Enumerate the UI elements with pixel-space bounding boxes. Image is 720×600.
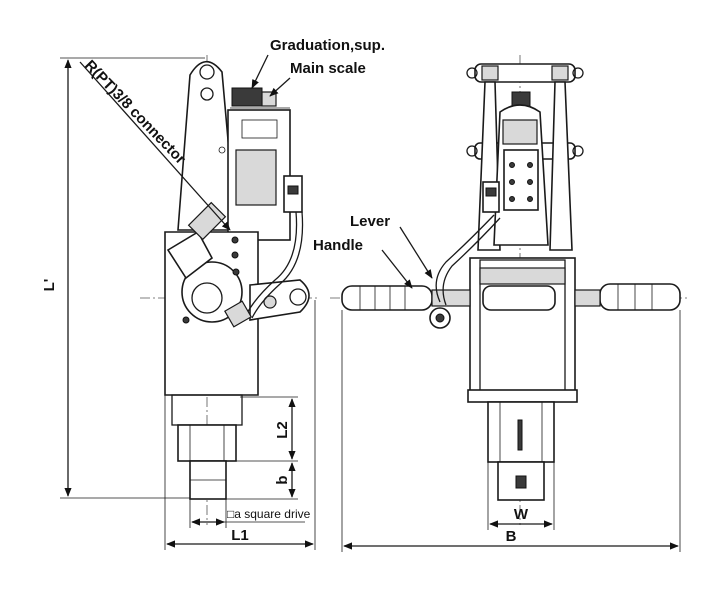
dim-b-small: b [274,475,291,484]
dimension-lines [60,57,681,552]
dim-square-drive: □a square drive [227,507,311,521]
dim-b-total: B [506,528,517,545]
front-view [330,55,690,525]
dim-l-prime: L' [41,279,58,292]
leader-lines [79,54,433,289]
side-view [140,55,320,525]
dim-w: W [514,506,529,523]
handle-left [341,285,433,311]
label-connector: R(PT)3/8 connector [81,57,189,168]
label-graduation-sup: Graduation,sup. [270,37,385,54]
dim-l2: L2 [274,421,291,439]
dim-l1: L1 [231,527,249,544]
handle-center-roller [482,285,556,311]
label-handle: Handle [313,237,363,254]
label-main-scale: Main scale [290,60,366,77]
label-lever: Lever [350,213,390,230]
main-scale-block [231,87,263,107]
handle-right [599,283,681,311]
top-roller [474,63,576,83]
